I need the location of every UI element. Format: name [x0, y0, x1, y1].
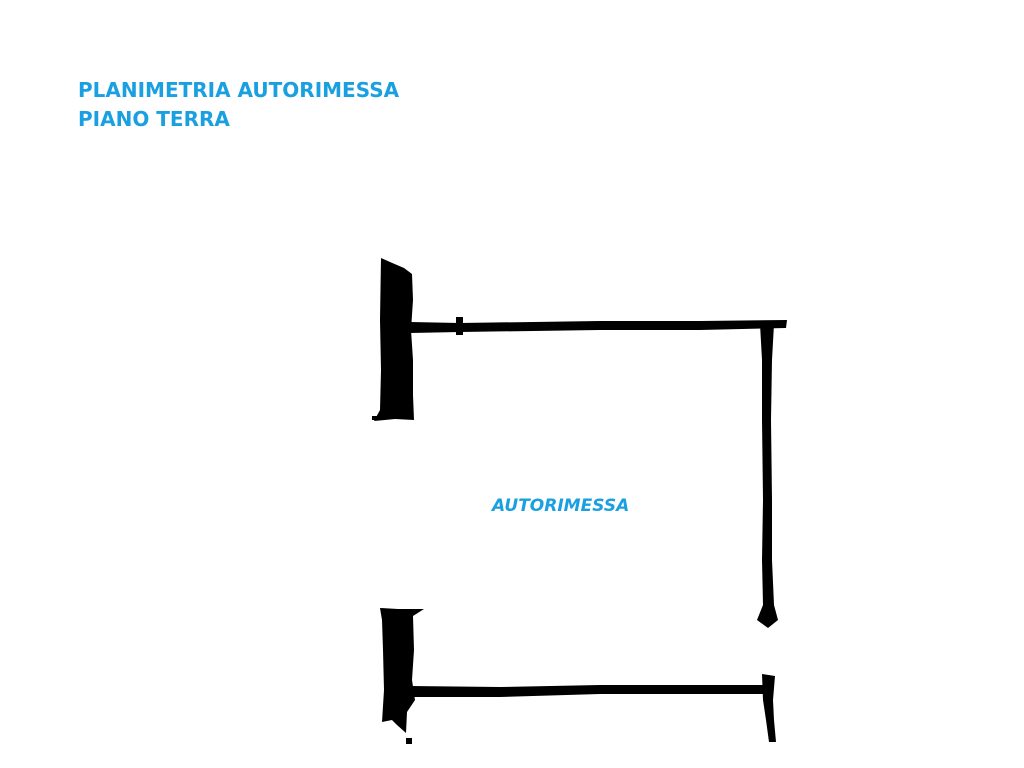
scan-speck	[372, 416, 378, 420]
scan-speck	[406, 738, 412, 744]
wall-bottom	[410, 685, 764, 697]
wall-top	[410, 320, 787, 333]
wall-top-joint	[456, 317, 463, 335]
title-line-plan: PLANIMETRIA AUTORIMESSA	[78, 78, 400, 102]
wall-pier-lower	[380, 608, 424, 733]
drawing-title: PLANIMETRIA AUTORIMESSA PIANO TERRA	[78, 76, 399, 134]
title-line-floor: PIANO TERRA	[78, 107, 230, 131]
wall-stub-lower-right	[762, 674, 776, 742]
room-label-garage: AUTORIMESSA	[492, 496, 630, 516]
wall-pier-upper	[374, 258, 414, 421]
wall-right	[757, 324, 778, 628]
